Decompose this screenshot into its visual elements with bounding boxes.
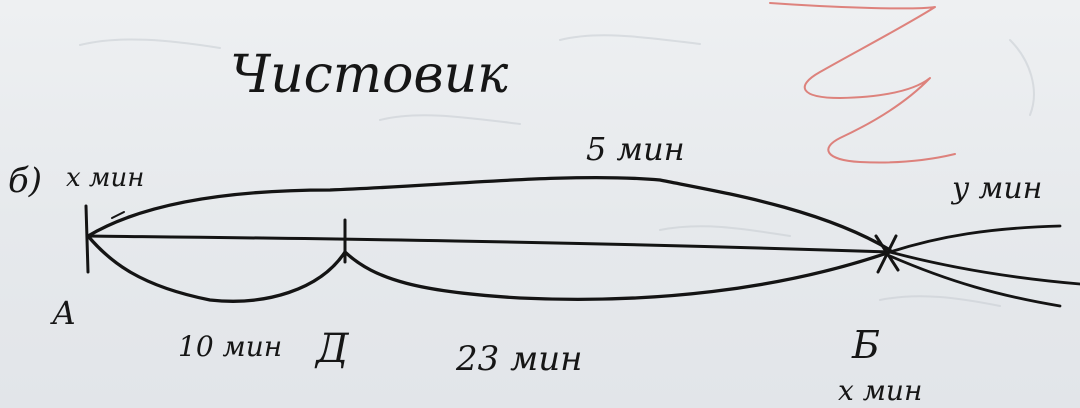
title-text: Чистовик [230,45,509,105]
route-arc-a-d [86,234,347,303]
route-b-right [888,250,1080,286]
point-b-label: Б [851,323,880,367]
route-arc-upper [86,175,892,252]
item-label: б) [8,161,42,201]
route-b-up-right [888,224,1062,254]
label-twenty-three-min: 23 мин [455,339,583,379]
bleed-through-marks [79,34,1035,307]
route-arc-d-b [343,250,892,301]
label-y-min: y мин [950,171,1042,206]
point-a-mark [84,204,90,274]
point-a-label: А [50,294,76,332]
red-scribble [769,2,956,164]
point-d-label: Д [314,326,350,372]
point-a-tick [111,211,125,219]
route-b-down-right [888,254,1062,308]
label-x-min-bottom: x мин [838,374,922,407]
route-straight-line [86,234,892,254]
point-b-mark [874,234,900,274]
label-ten-min: 10 мин [178,330,282,363]
label-five-min: 5 мин [586,130,685,168]
label-x-min-top: x мин [66,163,144,193]
